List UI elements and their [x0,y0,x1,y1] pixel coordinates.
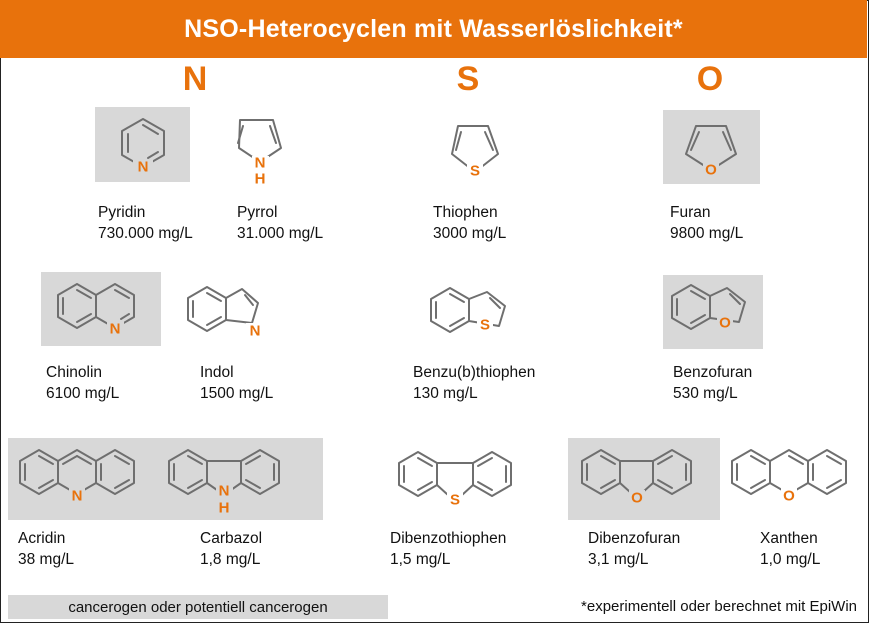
compound-label-xanthen: Xanthen 1,0 mg/L [760,528,820,570]
hydrogen-atom: H [255,171,266,188]
compound-name: Indol [200,364,234,381]
compound-name: Benzu(b)thiophen [413,364,536,381]
compound-solubility: 9800 mg/L [670,225,744,242]
compound-name: Thiophen [433,204,498,221]
indol-structure-icon: N [187,286,263,340]
hydrogen-atom: H [219,500,230,517]
compound-solubility: 1500 mg/L [200,385,274,402]
compound-solubility: 1,8 mg/L [200,551,261,568]
xanthen-structure-icon: O [731,449,847,505]
legend-cancerogen: cancerogen oder potentiell cancerogen [8,595,388,619]
pyridin-structure-icon: N [121,118,165,176]
compound-solubility: 3,1 mg/L [588,551,649,568]
sulfur-atom: S [470,163,480,180]
pyrrol-structure-icon: N H [237,119,282,188]
sulfur-atom: S [450,492,460,509]
compound-name: Furan [670,204,711,221]
cancerogen-highlight-chinolin [41,272,161,346]
compound-label-dibenzofuran: Dibenzofuran 3,1 mg/L [588,528,680,570]
benzothiophen-structure-icon: S [430,287,506,334]
oxygen-atom: O [783,488,795,505]
chinolin-structure-icon: N [57,283,135,338]
column-heading-s: S [456,60,480,98]
compound-label-dibenzothiophen: Dibenzothiophen 1,5 mg/L [390,528,506,570]
dibenzofuran-structure-icon: O [581,449,692,507]
column-heading-o: O [696,60,724,98]
compound-label-benzofuran: Benzofuran 530 mg/L [673,362,752,404]
compound-name: Benzofuran [673,364,753,381]
compound-label-chinolin: Chinolin 6100 mg/L [46,362,119,404]
carbazol-structure-icon: N H [168,449,280,517]
compound-name: Chinolin [46,364,103,381]
compound-solubility: 530 mg/L [673,385,738,402]
compound-solubility: 31.000 mg/L [237,225,324,242]
page-title: NSO-Heterocyclen mit Wasserlöslichkeit* [184,14,683,43]
nitrogen-atom: N [250,323,261,340]
compound-name: Dibenzofuran [588,530,681,547]
benzofuran-structure-icon: O [671,284,746,332]
compound-solubility: 1,5 mg/L [390,551,451,568]
nitrogen-atom: N [219,483,230,500]
compound-label-acridin: Acridin 38 mg/L [18,528,74,570]
furan-structure-icon: O [685,125,737,179]
compound-name: Acridin [18,530,66,547]
thiophen-structure-icon: S [451,125,499,180]
oxygen-atom: O [719,315,731,332]
oxygen-atom: O [631,490,643,507]
oxygen-atom: O [705,162,717,179]
cancerogen-highlight-benzofuran [663,275,763,349]
column-heading-n: N [182,60,208,98]
compound-solubility: 1,0 mg/L [760,551,821,568]
sulfur-atom: S [480,317,490,334]
compound-label-pyrrol: Pyrrol 31.000 mg/L [237,202,323,244]
footnote: *experimentell oder berechnet mit EpiWin [581,598,857,615]
compound-name: Pyrrol [237,204,278,221]
compound-solubility: 38 mg/L [18,551,75,568]
compound-name: Pyridin [98,204,146,221]
title-bar: NSO-Heterocyclen mit Wasserlöslichkeit* [0,0,867,58]
compound-label-pyridin: Pyridin 730.000 mg/L [98,202,193,244]
compound-solubility: 3000 mg/L [433,225,507,242]
cancerogen-highlight-acridin-carbazol [8,438,323,520]
compound-solubility: 6100 mg/L [46,385,120,402]
cancerogen-highlight-dibenzofuran [568,438,720,520]
compound-label-carbazol: Carbazol 1,8 mg/L [200,528,262,570]
compound-name: Carbazol [200,530,263,547]
compound-name: Dibenzothiophen [390,530,507,547]
compound-solubility: 730.000 mg/L [98,225,193,242]
compound-name: Xanthen [760,530,818,547]
compound-label-thiophen: Thiophen 3000 mg/L [433,202,506,244]
nitrogen-atom: N [138,159,149,176]
dibenzothiophen-structure-icon: S [398,451,512,509]
nitrogen-atom: N [72,488,83,505]
acridin-structure-icon: N [19,449,135,505]
compound-label-benzothiophen: Benzu(b)thiophen 130 mg/L [413,362,535,404]
compound-label-furan: Furan 9800 mg/L [670,202,743,244]
compound-label-indol: Indol 1500 mg/L [200,362,273,404]
compound-solubility: 130 mg/L [413,385,478,402]
nitrogen-atom: N [110,321,121,338]
nitrogen-atom: N [255,155,266,172]
